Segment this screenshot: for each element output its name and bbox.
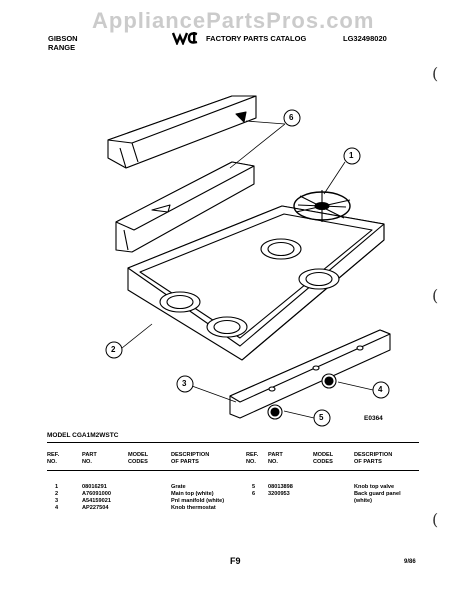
part-description: Main top (white) [171, 491, 214, 497]
page-number: F9 [230, 556, 241, 566]
exploded-parts-diagram [105, 95, 391, 427]
part-number: 3200953 [268, 491, 290, 497]
burner-openings [159, 238, 340, 338]
table-row: 3 [55, 498, 59, 504]
brand-line-1: GIBSON [48, 34, 78, 43]
edge-mark: ( [432, 286, 439, 305]
knob-thermostat-part [321, 373, 337, 389]
part-description: Pnl manifold (white) [171, 498, 225, 504]
header-description-right: DESCRIPTION OF PARTS [354, 452, 393, 465]
brand-block: GIBSON RANGE [48, 34, 78, 52]
part-description: Back guard panel [354, 491, 401, 497]
part-description: Knob top valve [354, 484, 395, 490]
grate-part [293, 190, 351, 222]
wci-logo-icon [172, 32, 198, 45]
header-part: PART NO. [82, 452, 97, 465]
part-number: A54159021 [82, 498, 111, 504]
callout-3: 3 [182, 379, 187, 388]
part-description: Grate [171, 484, 186, 490]
header-model: MODEL CODES [128, 452, 149, 465]
drawing-code: E0364 [364, 415, 383, 422]
catalog-code: LG32498020 [343, 34, 387, 43]
table-row: 2 [55, 491, 59, 497]
part-description: (white) [354, 498, 373, 504]
watermark-text: AppliancePartsPros.com [92, 8, 375, 33]
table-row: 1 [55, 484, 59, 490]
brand-line-2: RANGE [48, 43, 76, 52]
callout-4: 4 [378, 385, 383, 394]
model-label: MODEL CGA1M2WSTC [47, 432, 119, 439]
revision-date: 9/86 [404, 559, 416, 565]
callout-6: 6 [289, 113, 294, 122]
edge-mark: ( [432, 64, 439, 83]
edge-mark: ( [432, 510, 439, 529]
table-row: 4 [55, 505, 59, 511]
part-description: Knob thermostat [171, 505, 216, 511]
header-ref-right: REF. NO. [246, 452, 259, 465]
header-part-right: PART NO. [268, 452, 283, 465]
callout-5: 5 [319, 413, 324, 422]
part-number: 08016291 [82, 484, 107, 490]
right-part-column: 08013898 3200953 [268, 484, 293, 498]
right-desc-column: Knob top valve Back guard panel (white) [354, 484, 401, 505]
header-ref: REF. NO. [47, 452, 60, 465]
callout-2: 2 [111, 345, 116, 354]
table-top-rule [47, 442, 419, 443]
left-ref-column: 1 2 3 4 [55, 484, 58, 512]
right-ref-column: 5 6 [252, 484, 255, 498]
part-number: 08013898 [268, 484, 293, 490]
header-model-right: MODEL CODES [313, 452, 334, 465]
left-desc-column: Grate Main top (white) Pnl manifold (whi… [171, 484, 224, 512]
table-row: 6 [252, 491, 256, 497]
knob-top-valve-part [267, 404, 283, 420]
table-row: 5 [252, 484, 256, 490]
callout-1: 1 [349, 151, 354, 160]
part-number: AP227504 [82, 505, 109, 511]
header-rule [47, 470, 419, 471]
left-part-column: 08016291 A76091000 A54159021 AP227504 [82, 484, 111, 512]
header-description: DESCRIPTION OF PARTS [171, 452, 210, 465]
catalog-title: FACTORY PARTS CATALOG [206, 34, 307, 43]
part-number: A76091000 [82, 491, 111, 497]
